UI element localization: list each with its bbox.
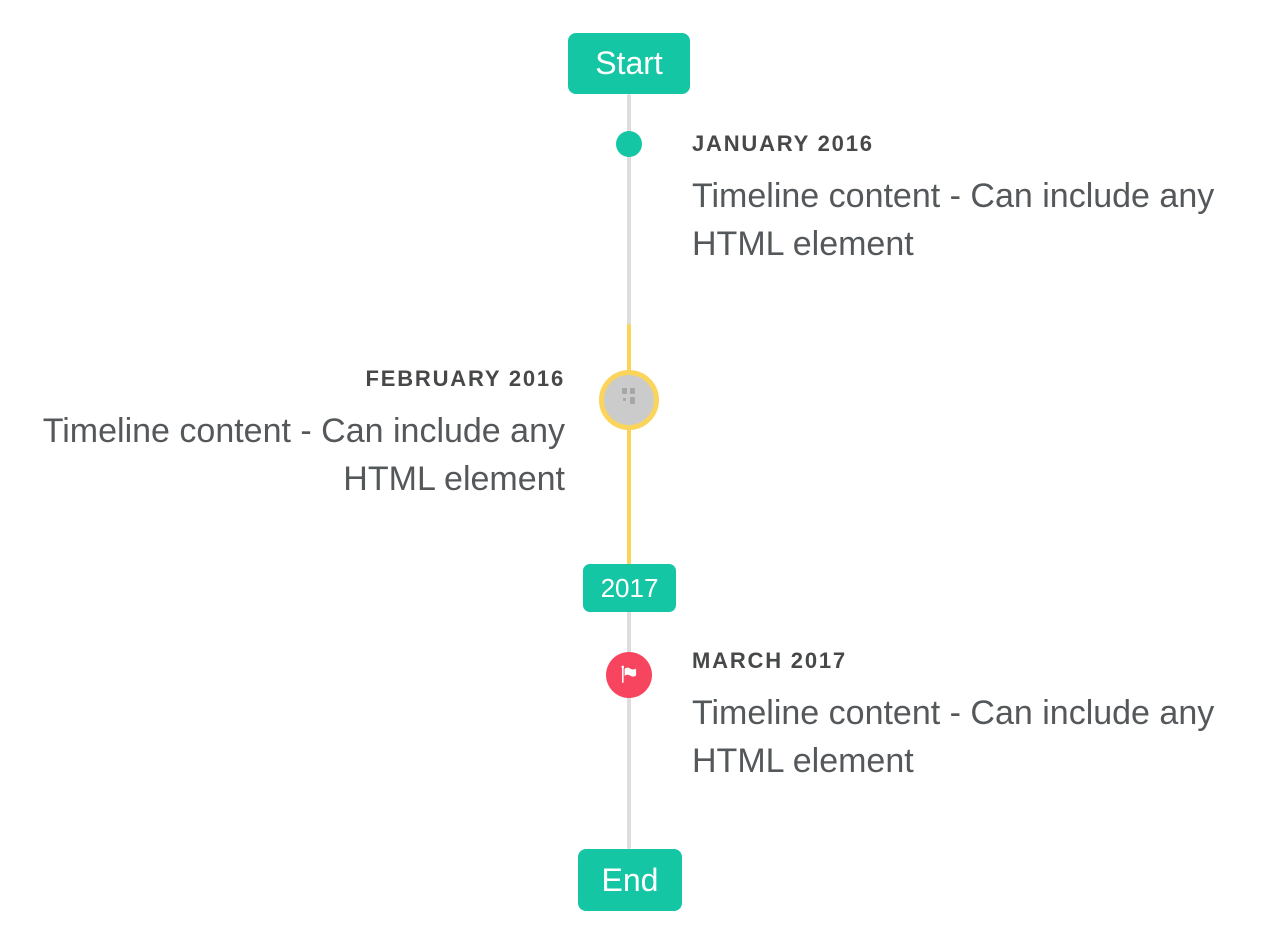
timeline-year-badge: 2017 [583, 564, 676, 612]
timeline-end-badge: End [578, 849, 682, 911]
marker-image-circle-february [599, 370, 659, 430]
timeline-item-january: JANUARY 2016 Timeline content - Can incl… [692, 131, 1262, 268]
item-content-march: Timeline content - Can include any HTML … [692, 694, 1215, 780]
broken-image-icon [622, 387, 636, 405]
item-content-february: Timeline content - Can include any HTML … [42, 412, 565, 498]
item-title-march: MARCH 2017 [692, 648, 847, 673]
item-title-january: JANUARY 2016 [692, 131, 874, 156]
timeline-item-march: MARCH 2017 Timeline content - Can includ… [692, 648, 1262, 785]
timeline-item-february: FEBRUARY 2016 Timeline content - Can inc… [25, 366, 565, 503]
flag-icon [618, 664, 640, 686]
item-title-february: FEBRUARY 2016 [365, 366, 565, 391]
item-content-january: Timeline content - Can include any HTML … [692, 177, 1215, 263]
timeline-highlight-line [627, 324, 631, 564]
timeline-start-badge: Start [568, 33, 690, 94]
marker-flag-march [606, 652, 652, 698]
marker-dot-january [616, 131, 642, 157]
